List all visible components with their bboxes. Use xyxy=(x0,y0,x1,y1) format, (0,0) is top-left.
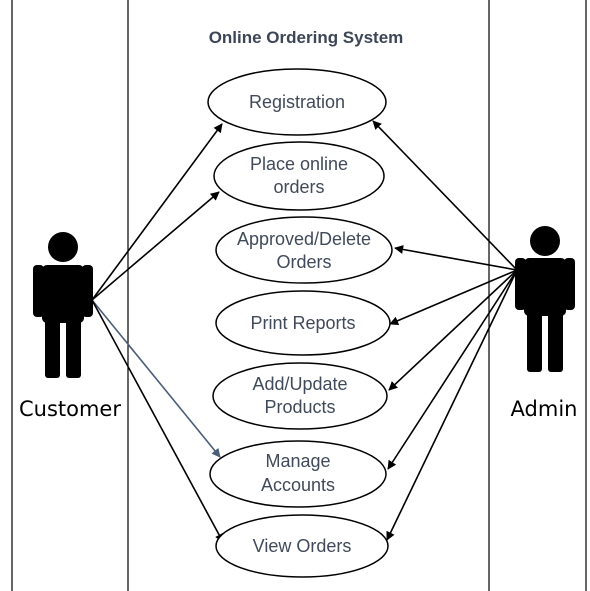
use-case-registration-label: Registration xyxy=(249,92,345,112)
link-admin-registration xyxy=(372,120,518,271)
link-customer-place-online-orders xyxy=(91,191,220,301)
link-admin-print-reports xyxy=(389,269,518,325)
customer-label: Customer xyxy=(19,397,121,421)
use-case-view-orders-label: View Orders xyxy=(253,536,352,556)
use-case-manage-accounts-label-line2: Accounts xyxy=(261,475,335,495)
use-case-print-reports-label: Print Reports xyxy=(250,313,355,333)
use-case-print-reports[interactable]: Print Reports xyxy=(215,290,391,356)
link-admin-approve-delete-orders xyxy=(394,245,518,271)
customer-stick-figure-icon xyxy=(33,232,93,378)
use-case-add-update-products[interactable]: Add/Update Products xyxy=(212,362,388,430)
admin-actor[interactable]: Admin xyxy=(511,226,578,421)
use-case-view-orders[interactable]: View Orders xyxy=(215,514,389,578)
use-case-approve-delete-orders[interactable]: Approved/Delete Orders xyxy=(215,216,393,284)
link-customer-view-orders xyxy=(91,299,224,543)
use-case-approve-delete-orders-label-line1: Approved/Delete xyxy=(237,229,371,249)
use-case-place-online-orders-label-line2: orders xyxy=(273,177,324,197)
customer-associations xyxy=(91,123,224,543)
link-customer-manage-accounts xyxy=(91,299,221,458)
use-case-manage-accounts-label-line1: Manage xyxy=(265,451,330,471)
link-admin-view-orders xyxy=(386,269,518,541)
admin-label: Admin xyxy=(511,397,578,421)
use-case-approve-delete-orders-label-line2: Orders xyxy=(276,252,331,272)
system-title: Online Ordering System xyxy=(209,28,404,47)
customer-actor[interactable]: Customer xyxy=(19,232,121,421)
link-customer-registration xyxy=(91,123,223,301)
use-case-manage-accounts[interactable]: Manage Accounts xyxy=(209,440,387,508)
use-case-place-online-orders[interactable]: Place online orders xyxy=(213,141,385,211)
use-case-add-update-products-label-line2: Products xyxy=(264,397,335,417)
use-case-add-update-products-label-line1: Add/Update xyxy=(252,374,347,394)
link-admin-manage-accounts xyxy=(387,269,518,470)
use-case-place-online-orders-label-line1: Place online xyxy=(250,154,348,174)
use-case-registration[interactable]: Registration xyxy=(207,68,387,136)
admin-associations xyxy=(372,120,518,541)
link-admin-add-update-products xyxy=(388,269,518,391)
admin-stick-figure-icon xyxy=(515,226,575,372)
